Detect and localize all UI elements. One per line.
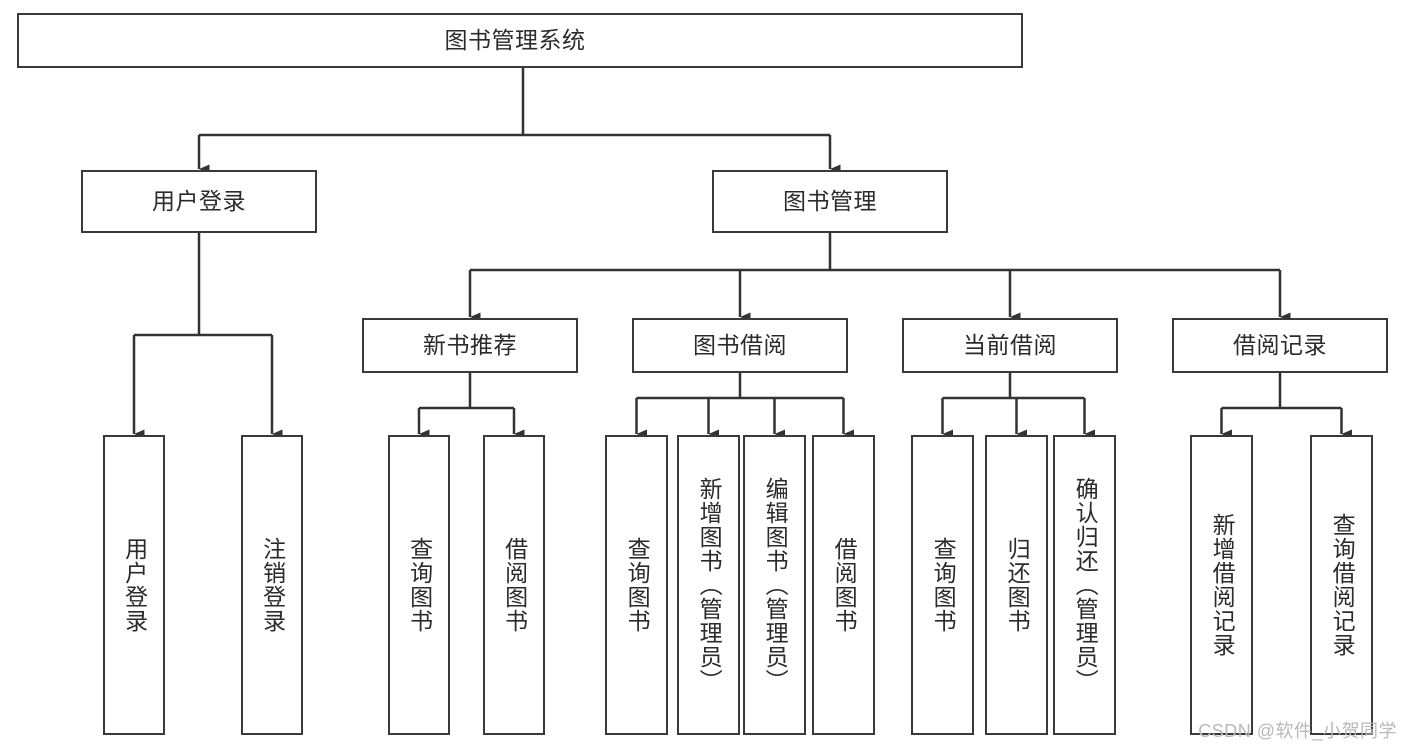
node-label: 借阅记录 xyxy=(1233,332,1327,359)
node-label: 确认归还（管理员） xyxy=(1072,477,1099,693)
node-borrow[interactable]: 图书借阅 xyxy=(632,318,848,373)
node-newbook[interactable]: 新书推荐 xyxy=(362,318,578,373)
node-bookmgmt[interactable]: 图书管理 xyxy=(712,170,948,233)
node-label: 查询借阅记录 xyxy=(1329,513,1356,657)
node-leaf-10[interactable]: 归还图书 xyxy=(985,435,1048,735)
node-leaf-1[interactable]: 用户登录 xyxy=(103,435,165,735)
node-label: 注销登录 xyxy=(259,537,286,633)
node-label: 图书管理系统 xyxy=(444,27,586,54)
node-leaf-5[interactable]: 查询图书 xyxy=(605,435,668,735)
node-label: 图书借阅 xyxy=(693,332,787,359)
node-leaf-2[interactable]: 注销登录 xyxy=(241,435,303,735)
node-label: 用户登录 xyxy=(152,188,246,215)
node-leaf-9[interactable]: 查询图书 xyxy=(911,435,974,735)
node-leaf-12[interactable]: 新增借阅记录 xyxy=(1190,435,1253,735)
node-root[interactable]: 图书管理系统 xyxy=(17,13,1023,68)
node-leaf-13[interactable]: 查询借阅记录 xyxy=(1310,435,1373,735)
node-login[interactable]: 用户登录 xyxy=(81,170,317,233)
node-leaf-4[interactable]: 借阅图书 xyxy=(483,435,545,735)
node-label: 新增图书（管理员） xyxy=(696,477,723,693)
node-records[interactable]: 借阅记录 xyxy=(1172,318,1388,373)
node-label: 新增借阅记录 xyxy=(1209,513,1236,657)
node-leaf-7[interactable]: 编辑图书（管理员） xyxy=(743,435,806,735)
node-label: 查询图书 xyxy=(406,537,433,633)
node-label: 归还图书 xyxy=(1004,537,1031,633)
node-label: 查询图书 xyxy=(930,537,957,633)
node-current[interactable]: 当前借阅 xyxy=(902,318,1118,373)
node-label: 图书管理 xyxy=(783,188,877,215)
node-label: 当前借阅 xyxy=(963,332,1057,359)
node-label: 借阅图书 xyxy=(831,537,858,633)
node-leaf-3[interactable]: 查询图书 xyxy=(388,435,450,735)
node-label: 查询图书 xyxy=(624,537,651,633)
node-leaf-8[interactable]: 借阅图书 xyxy=(812,435,875,735)
node-label: 编辑图书（管理员） xyxy=(762,477,789,693)
node-label: 借阅图书 xyxy=(501,537,528,633)
node-leaf-11[interactable]: 确认归还（管理员） xyxy=(1053,435,1116,735)
node-label: 新书推荐 xyxy=(423,332,517,359)
node-leaf-6[interactable]: 新增图书（管理员） xyxy=(677,435,740,735)
node-label: 用户登录 xyxy=(121,537,148,633)
